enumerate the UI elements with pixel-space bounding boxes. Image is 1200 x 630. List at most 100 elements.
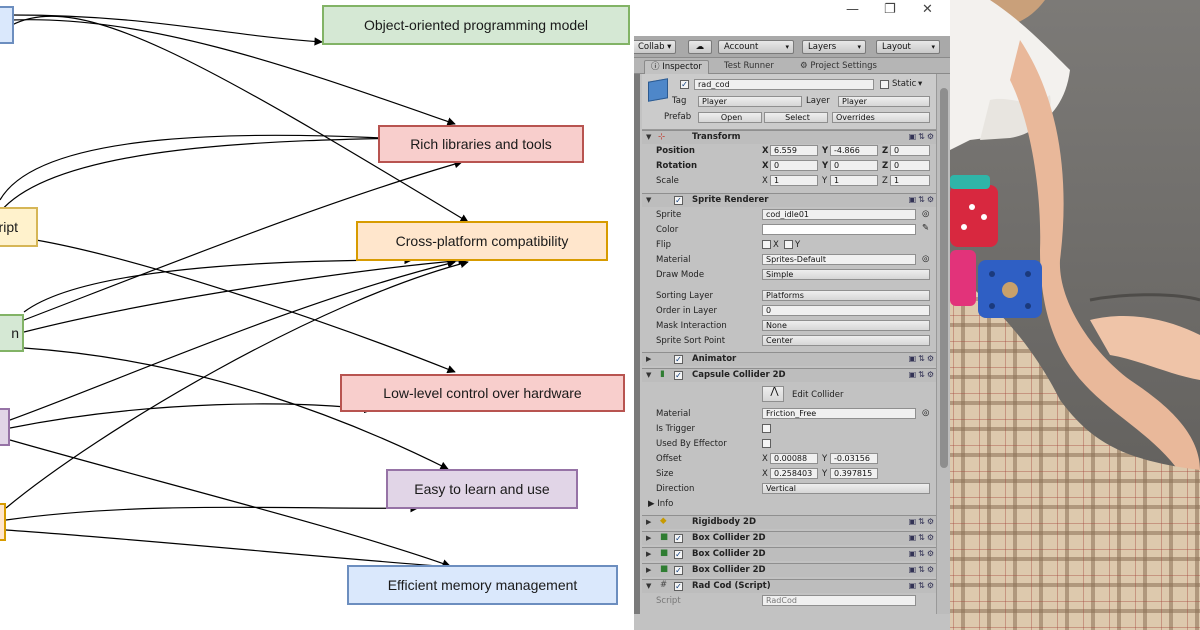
order-in-layer-field[interactable]: 0 (762, 305, 930, 316)
component-menu-icons[interactable]: ▣⇅⚙ (908, 533, 936, 542)
scene-view-edge (634, 74, 640, 614)
tag-value: Player (702, 97, 727, 106)
axis-x: X (762, 146, 769, 156)
prefab-select-button[interactable]: Select (764, 112, 828, 123)
object-picker-icon[interactable]: ◎ (922, 408, 930, 418)
eyedropper-icon[interactable]: ✎ (922, 223, 930, 233)
box-collider-header[interactable]: ▶ ■ ✓ Box Collider 2D ▣⇅⚙ (642, 531, 938, 545)
sprite-sort-point-dropdown[interactable]: Center (762, 335, 930, 346)
cloud-button[interactable]: ☁ (688, 40, 712, 54)
fold-arrow-icon[interactable]: ▶ (646, 550, 652, 558)
tab-test-runner[interactable]: Test Runner (718, 60, 780, 74)
offset-x-field[interactable]: 0.00088 (770, 453, 818, 464)
animator-header[interactable]: ▶ ✓ Animator ▣⇅⚙ (642, 352, 938, 366)
node-left-3: n (0, 314, 24, 352)
value: 1 (894, 176, 900, 185)
static-checkbox[interactable] (880, 80, 889, 89)
tab-project-settings[interactable]: ⚙ Project Settings (794, 60, 883, 74)
is-trigger-checkbox[interactable] (762, 424, 771, 433)
sprite-field[interactable]: cod_idle01 (762, 209, 916, 220)
fold-arrow-icon[interactable]: ▼ (646, 582, 652, 590)
axis-y: Y (822, 161, 829, 171)
collider-icon: ■ (660, 548, 669, 558)
capsule-collider-header[interactable]: ▼ ▮ ✓ Capsule Collider 2D ▣⇅⚙ (642, 368, 938, 382)
component-menu-icons[interactable]: ▣⇅⚙ (908, 549, 936, 558)
minimize-button[interactable]: — (846, 2, 859, 17)
object-picker-icon[interactable]: ◎ (922, 254, 930, 264)
tag-dropdown[interactable]: Player (698, 96, 802, 107)
box-collider-header[interactable]: ▶ ■ ✓ Box Collider 2D ▣⇅⚙ (642, 563, 938, 577)
component-menu-icons[interactable]: ▣⇅⚙ (908, 581, 936, 590)
maximize-button[interactable]: ❐ (884, 2, 896, 17)
chevron-down-icon[interactable]: ▾ (918, 79, 923, 89)
physics-material-field[interactable]: Friction_Free (762, 408, 916, 419)
position-x-field[interactable]: 6.559 (770, 145, 818, 156)
rotation-y-field[interactable]: 0 (830, 160, 878, 171)
rigidbody-header[interactable]: ▶ ◆ Rigidbody 2D ▣⇅⚙ (642, 515, 938, 529)
scale-y-field[interactable]: 1 (830, 175, 878, 186)
info-foldout[interactable]: ▶ Info (648, 499, 674, 509)
value: Sprites-Default (766, 255, 827, 264)
size-y-field[interactable]: 0.397815 (830, 468, 878, 479)
color-swatch[interactable] (762, 224, 916, 235)
component-menu-icons[interactable]: ▣⇅⚙ (908, 517, 936, 526)
scale-x-field[interactable]: 1 (770, 175, 818, 186)
object-name-field[interactable]: rad_cod (694, 79, 874, 90)
component-enabled-checkbox[interactable]: ✓ (674, 371, 683, 380)
component-enabled-checkbox[interactable]: ✓ (674, 550, 683, 559)
active-checkbox[interactable]: ✓ (680, 80, 689, 89)
fold-arrow-icon[interactable]: ▶ (646, 534, 652, 542)
component-menu-icons[interactable]: ▣⇅⚙ (908, 354, 936, 363)
material-field[interactable]: Sprites-Default (762, 254, 916, 265)
sorting-layer-dropdown[interactable]: Platforms (762, 290, 930, 301)
rotation-x-field[interactable]: 0 (770, 160, 818, 171)
value: 0 (894, 146, 900, 155)
position-y-field[interactable]: -4.866 (830, 145, 878, 156)
fold-arrow-icon[interactable]: ▶ (646, 518, 652, 526)
scrollbar-thumb[interactable] (940, 88, 948, 468)
flip-x-checkbox[interactable] (762, 240, 771, 249)
offset-y-field[interactable]: -0.03156 (830, 453, 878, 464)
component-menu-icons[interactable]: ▣⇅⚙ (908, 370, 936, 379)
mask-interaction-dropdown[interactable]: None (762, 320, 930, 331)
info-label: Info (657, 499, 674, 509)
layout-dropdown[interactable]: Layout▾ (876, 40, 940, 54)
prefab-overrides-dropdown[interactable]: Overrides (832, 112, 930, 123)
object-picker-icon[interactable]: ◎ (922, 209, 930, 219)
fold-arrow-icon[interactable]: ▼ (646, 196, 652, 204)
component-menu-icons[interactable]: ▣⇅⚙ (908, 195, 936, 204)
fold-arrow-icon[interactable]: ▼ (646, 371, 652, 379)
component-menu-icons[interactable]: ▣⇅⚙ (908, 565, 936, 574)
direction-dropdown[interactable]: Vertical (762, 483, 930, 494)
component-menu-icons[interactable]: ▣⇅⚙ (908, 132, 936, 141)
component-enabled-checkbox[interactable]: ✓ (674, 534, 683, 543)
component-enabled-checkbox[interactable]: ✓ (674, 196, 683, 205)
component-enabled-checkbox[interactable]: ✓ (674, 355, 683, 364)
edit-collider-button[interactable]: ⋀ (762, 386, 784, 402)
collab-button[interactable]: Collab ▾ (634, 40, 676, 54)
sprite-renderer-header[interactable]: ▼ ✓ Sprite Renderer ▣⇅⚙ (642, 193, 938, 207)
size-x-field[interactable]: 0.258403 (770, 468, 818, 479)
component-enabled-checkbox[interactable]: ✓ (674, 582, 683, 591)
component-enabled-checkbox[interactable]: ✓ (674, 566, 683, 575)
close-button[interactable]: ✕ (922, 2, 933, 17)
script-component-header[interactable]: ▼ # ✓ Rad Cod (Script) ▣⇅⚙ (642, 579, 938, 593)
fold-arrow-icon[interactable]: ▶ (646, 566, 652, 574)
rotation-z-field[interactable]: 0 (890, 160, 930, 171)
script-icon: # (660, 580, 668, 590)
used-by-effector-checkbox[interactable] (762, 439, 771, 448)
box-collider-header[interactable]: ▶ ■ ✓ Box Collider 2D ▣⇅⚙ (642, 547, 938, 561)
draw-mode-dropdown[interactable]: Simple (762, 269, 930, 280)
fold-arrow-icon[interactable]: ▼ (646, 133, 652, 141)
fold-arrow-icon[interactable]: ▶ (646, 355, 652, 363)
layer-dropdown[interactable]: Player (838, 96, 930, 107)
account-dropdown[interactable]: Account▾ (718, 40, 794, 54)
position-z-field[interactable]: 0 (890, 145, 930, 156)
scale-z-field[interactable]: 1 (890, 175, 930, 186)
flip-y-checkbox[interactable] (784, 240, 793, 249)
inspector-scrollbar[interactable] (936, 74, 950, 614)
layers-dropdown[interactable]: Layers▾ (802, 40, 866, 54)
transform-header[interactable]: ▼ ⊹ Transform ▣⇅⚙ (642, 130, 938, 144)
prefab-open-button[interactable]: Open (698, 112, 762, 123)
tab-inspector[interactable]: ⓘ Inspector (644, 60, 709, 74)
